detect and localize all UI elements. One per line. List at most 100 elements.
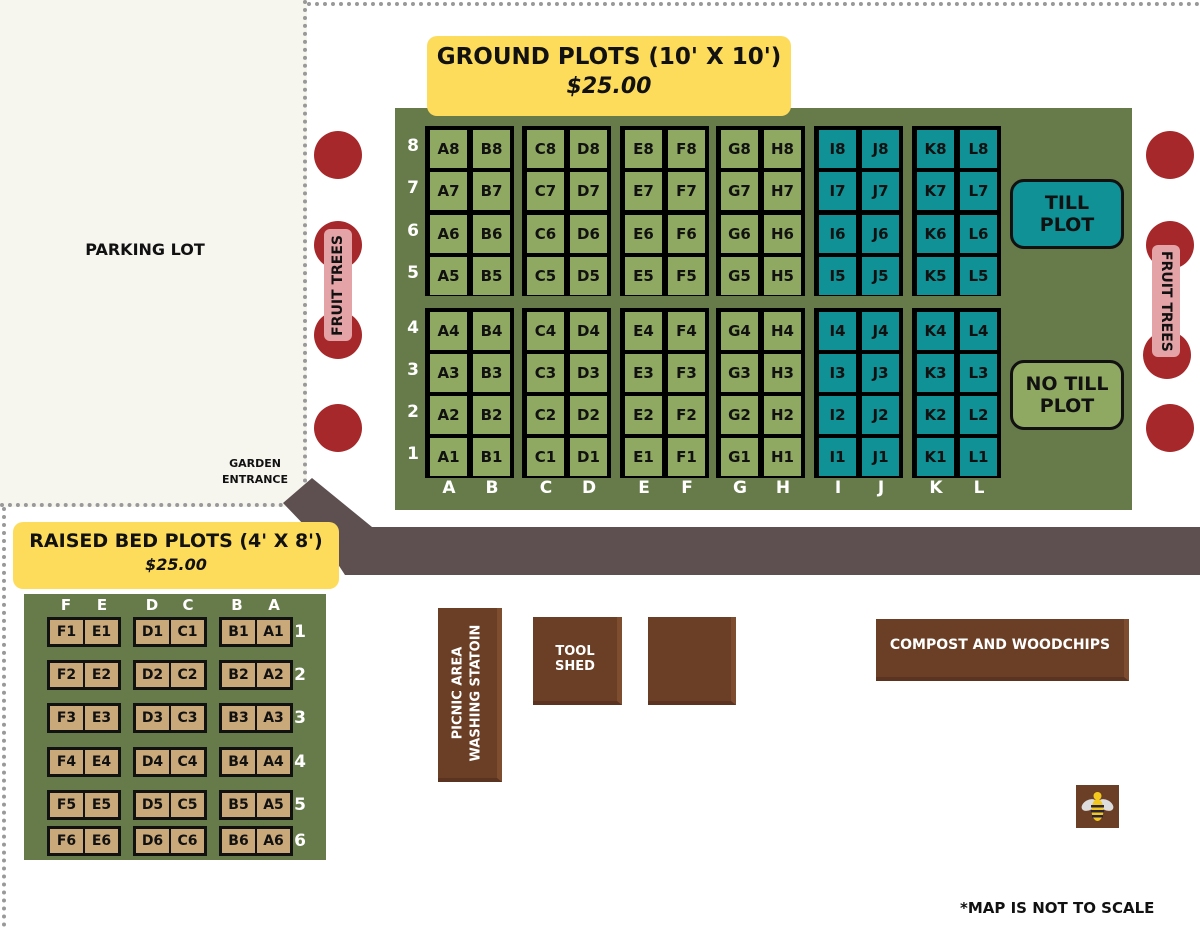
ground-plot-I4[interactable]: I4 bbox=[819, 312, 856, 350]
ground-plot-J2[interactable]: J2 bbox=[862, 396, 899, 434]
ground-plot-H2[interactable]: H2 bbox=[764, 396, 801, 434]
ground-plot-C8[interactable]: C8 bbox=[527, 130, 564, 168]
ground-plot-K4[interactable]: K4 bbox=[917, 312, 954, 350]
ground-plot-E2[interactable]: E2 bbox=[625, 396, 662, 434]
ground-plot-H7[interactable]: H7 bbox=[764, 172, 801, 210]
ground-plot-L2[interactable]: L2 bbox=[960, 396, 997, 434]
ground-plot-G1[interactable]: G1 bbox=[721, 438, 758, 476]
raised-bed-F3[interactable]: F3 bbox=[50, 706, 83, 730]
ground-plot-D8[interactable]: D8 bbox=[570, 130, 607, 168]
ground-plot-D1[interactable]: D1 bbox=[570, 438, 607, 476]
ground-plot-D5[interactable]: D5 bbox=[570, 257, 607, 295]
ground-plot-L4[interactable]: L4 bbox=[960, 312, 997, 350]
raised-bed-E5[interactable]: E5 bbox=[85, 793, 118, 817]
ground-plot-E8[interactable]: E8 bbox=[625, 130, 662, 168]
ground-plot-E4[interactable]: E4 bbox=[625, 312, 662, 350]
ground-plot-D6[interactable]: D6 bbox=[570, 215, 607, 253]
raised-bed-D6[interactable]: D6 bbox=[136, 829, 169, 853]
ground-plot-I5[interactable]: I5 bbox=[819, 257, 856, 295]
ground-plot-C1[interactable]: C1 bbox=[527, 438, 564, 476]
ground-plot-I1[interactable]: I1 bbox=[819, 438, 856, 476]
ground-plot-L8[interactable]: L8 bbox=[960, 130, 997, 168]
raised-bed-D5[interactable]: D5 bbox=[136, 793, 169, 817]
ground-plot-J4[interactable]: J4 bbox=[862, 312, 899, 350]
ground-plot-A4[interactable]: A4 bbox=[430, 312, 467, 350]
ground-plot-G8[interactable]: G8 bbox=[721, 130, 758, 168]
ground-plot-G7[interactable]: G7 bbox=[721, 172, 758, 210]
ground-plot-F8[interactable]: F8 bbox=[668, 130, 705, 168]
ground-plot-K3[interactable]: K3 bbox=[917, 354, 954, 392]
raised-bed-C4[interactable]: C4 bbox=[171, 750, 204, 774]
raised-bed-E4[interactable]: E4 bbox=[85, 750, 118, 774]
raised-bed-F2[interactable]: F2 bbox=[50, 663, 83, 687]
ground-plot-H3[interactable]: H3 bbox=[764, 354, 801, 392]
ground-plot-H1[interactable]: H1 bbox=[764, 438, 801, 476]
ground-plot-D2[interactable]: D2 bbox=[570, 396, 607, 434]
ground-plot-E3[interactable]: E3 bbox=[625, 354, 662, 392]
ground-plot-G5[interactable]: G5 bbox=[721, 257, 758, 295]
raised-bed-A5[interactable]: A5 bbox=[257, 793, 290, 817]
ground-plot-G3[interactable]: G3 bbox=[721, 354, 758, 392]
ground-plot-I8[interactable]: I8 bbox=[819, 130, 856, 168]
ground-plot-L1[interactable]: L1 bbox=[960, 438, 997, 476]
ground-plot-I2[interactable]: I2 bbox=[819, 396, 856, 434]
raised-bed-F6[interactable]: F6 bbox=[50, 829, 83, 853]
ground-plot-B1[interactable]: B1 bbox=[473, 438, 510, 476]
raised-bed-A6[interactable]: A6 bbox=[257, 829, 290, 853]
ground-plot-F2[interactable]: F2 bbox=[668, 396, 705, 434]
raised-bed-C3[interactable]: C3 bbox=[171, 706, 204, 730]
raised-bed-B5[interactable]: B5 bbox=[222, 793, 255, 817]
ground-plot-F5[interactable]: F5 bbox=[668, 257, 705, 295]
raised-bed-F4[interactable]: F4 bbox=[50, 750, 83, 774]
ground-plot-F7[interactable]: F7 bbox=[668, 172, 705, 210]
ground-plot-F3[interactable]: F3 bbox=[668, 354, 705, 392]
ground-plot-J8[interactable]: J8 bbox=[862, 130, 899, 168]
ground-plot-H6[interactable]: H6 bbox=[764, 215, 801, 253]
ground-plot-E6[interactable]: E6 bbox=[625, 215, 662, 253]
ground-plot-J3[interactable]: J3 bbox=[862, 354, 899, 392]
ground-plot-C4[interactable]: C4 bbox=[527, 312, 564, 350]
raised-bed-D2[interactable]: D2 bbox=[136, 663, 169, 687]
ground-plot-J1[interactable]: J1 bbox=[862, 438, 899, 476]
ground-plot-L5[interactable]: L5 bbox=[960, 257, 997, 295]
raised-bed-A4[interactable]: A4 bbox=[257, 750, 290, 774]
ground-plot-J5[interactable]: J5 bbox=[862, 257, 899, 295]
ground-plot-K2[interactable]: K2 bbox=[917, 396, 954, 434]
ground-plot-C6[interactable]: C6 bbox=[527, 215, 564, 253]
ground-plot-H5[interactable]: H5 bbox=[764, 257, 801, 295]
ground-plot-G6[interactable]: G6 bbox=[721, 215, 758, 253]
ground-plot-B5[interactable]: B5 bbox=[473, 257, 510, 295]
ground-plot-F4[interactable]: F4 bbox=[668, 312, 705, 350]
ground-plot-C7[interactable]: C7 bbox=[527, 172, 564, 210]
ground-plot-E1[interactable]: E1 bbox=[625, 438, 662, 476]
raised-bed-A1[interactable]: A1 bbox=[257, 620, 290, 644]
raised-bed-B1[interactable]: B1 bbox=[222, 620, 255, 644]
raised-bed-C5[interactable]: C5 bbox=[171, 793, 204, 817]
ground-plot-K5[interactable]: K5 bbox=[917, 257, 954, 295]
ground-plot-B4[interactable]: B4 bbox=[473, 312, 510, 350]
ground-plot-I7[interactable]: I7 bbox=[819, 172, 856, 210]
ground-plot-D7[interactable]: D7 bbox=[570, 172, 607, 210]
ground-plot-C3[interactable]: C3 bbox=[527, 354, 564, 392]
raised-bed-D1[interactable]: D1 bbox=[136, 620, 169, 644]
ground-plot-E5[interactable]: E5 bbox=[625, 257, 662, 295]
ground-plot-L3[interactable]: L3 bbox=[960, 354, 997, 392]
ground-plot-K6[interactable]: K6 bbox=[917, 215, 954, 253]
ground-plot-A6[interactable]: A6 bbox=[430, 215, 467, 253]
raised-bed-F1[interactable]: F1 bbox=[50, 620, 83, 644]
ground-plot-I3[interactable]: I3 bbox=[819, 354, 856, 392]
ground-plot-A8[interactable]: A8 bbox=[430, 130, 467, 168]
raised-bed-B2[interactable]: B2 bbox=[222, 663, 255, 687]
ground-plot-F6[interactable]: F6 bbox=[668, 215, 705, 253]
ground-plot-J7[interactable]: J7 bbox=[862, 172, 899, 210]
ground-plot-H4[interactable]: H4 bbox=[764, 312, 801, 350]
raised-bed-E1[interactable]: E1 bbox=[85, 620, 118, 644]
raised-bed-B3[interactable]: B3 bbox=[222, 706, 255, 730]
raised-bed-E6[interactable]: E6 bbox=[85, 829, 118, 853]
ground-plot-B6[interactable]: B6 bbox=[473, 215, 510, 253]
ground-plot-G2[interactable]: G2 bbox=[721, 396, 758, 434]
ground-plot-K7[interactable]: K7 bbox=[917, 172, 954, 210]
ground-plot-G4[interactable]: G4 bbox=[721, 312, 758, 350]
raised-bed-E3[interactable]: E3 bbox=[85, 706, 118, 730]
